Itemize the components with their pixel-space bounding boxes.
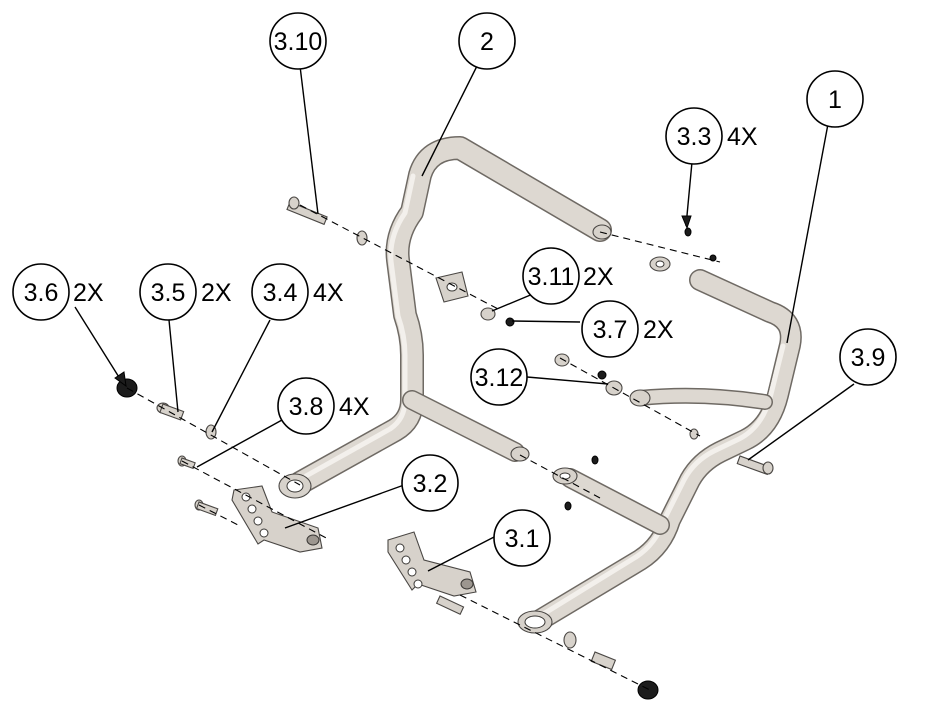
svg-text:2X: 2X bbox=[201, 279, 232, 307]
fasteners bbox=[116, 196, 774, 700]
frame-part-2 bbox=[278, 136, 612, 499]
svg-text:3.9: 3.9 bbox=[851, 344, 886, 372]
callout-3-10: 3.10 bbox=[269, 12, 327, 70]
callout-3-2: 3.2 bbox=[401, 454, 459, 512]
assembly-axis-lines bbox=[126, 204, 721, 691]
frame-part-1 bbox=[517, 256, 802, 634]
callout-3-4: 3.4 4X bbox=[251, 263, 344, 321]
bracket-part-3-2 bbox=[231, 485, 323, 553]
svg-text:3.12: 3.12 bbox=[475, 364, 524, 392]
bracket-part-3-1 bbox=[387, 531, 477, 597]
svg-text:3.6: 3.6 bbox=[24, 279, 59, 307]
tube-frame-assembly bbox=[278, 136, 802, 634]
svg-text:2: 2 bbox=[480, 28, 494, 56]
svg-text:4X: 4X bbox=[339, 393, 370, 421]
svg-text:3.5: 3.5 bbox=[151, 279, 186, 307]
svg-text:1: 1 bbox=[828, 86, 842, 114]
svg-text:4X: 4X bbox=[727, 123, 758, 151]
callout-3-1: 3.1 bbox=[493, 509, 551, 567]
leader-lines bbox=[74, 65, 855, 572]
callout-3-8: 3.8 4X bbox=[277, 377, 370, 435]
svg-text:3.10: 3.10 bbox=[274, 28, 323, 56]
callout-3-11: 3.11 2X bbox=[522, 247, 614, 305]
callout-1: 1 bbox=[806, 70, 864, 128]
svg-text:2X: 2X bbox=[583, 263, 614, 291]
svg-text:3.4: 3.4 bbox=[263, 279, 298, 307]
svg-text:3.7: 3.7 bbox=[593, 316, 628, 344]
callout-3-6: 3.6 2X bbox=[12, 263, 104, 321]
svg-text:4X: 4X bbox=[313, 279, 344, 307]
callout-3-9: 3.9 bbox=[839, 328, 897, 386]
callout-2: 2 bbox=[458, 12, 516, 70]
svg-text:2X: 2X bbox=[643, 316, 674, 344]
svg-text:3.2: 3.2 bbox=[413, 470, 448, 498]
svg-text:3.11: 3.11 bbox=[528, 263, 575, 291]
callout-3-7: 3.7 2X bbox=[581, 300, 674, 358]
svg-text:3.8: 3.8 bbox=[289, 393, 324, 421]
svg-text:3.1: 3.1 bbox=[505, 525, 540, 553]
callout-3-12: 3.12 bbox=[470, 348, 528, 406]
callout-3-5: 3.5 2X bbox=[139, 263, 232, 321]
callout-3-3: 3.3 4X bbox=[665, 107, 758, 165]
svg-text:3.3: 3.3 bbox=[677, 123, 712, 151]
svg-text:2X: 2X bbox=[73, 279, 104, 307]
